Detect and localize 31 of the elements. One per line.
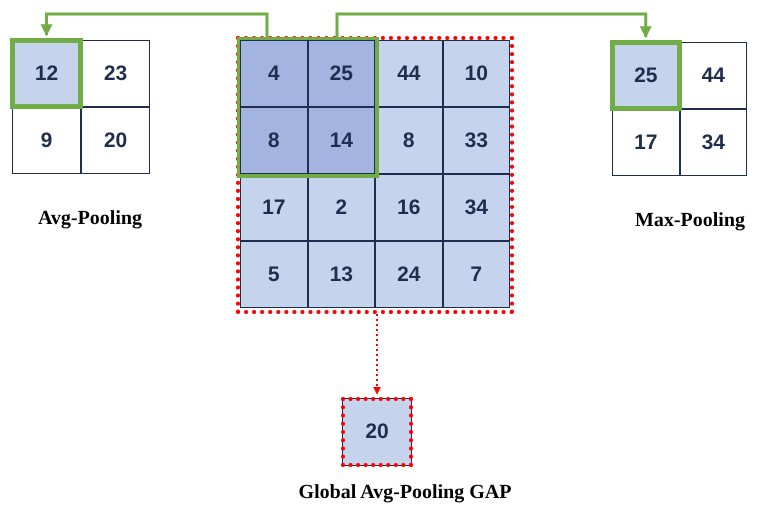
grid-cell: 33 [442, 107, 510, 174]
grid-cell: 25 [612, 42, 680, 109]
pooling-output-grid [12, 40, 150, 174]
pooling-window [237, 37, 379, 178]
node-label: Avg-Pooling [38, 207, 142, 230]
grid-cell: 12 [12, 40, 81, 107]
grid-cell: 17 [612, 109, 680, 176]
grid-cell: 5 [240, 241, 308, 308]
grid-cell: 7 [442, 241, 510, 308]
input-feature-map [236, 36, 514, 314]
gap-output-cell: 20 [342, 398, 412, 466]
grid-cell: 14 [308, 107, 375, 174]
grid-cell: 25 [308, 40, 375, 107]
pooling-output-grid [612, 42, 747, 176]
arrow [40, 12, 268, 37]
grid-cell: 20 [81, 107, 150, 174]
grid-cell: 4 [240, 40, 308, 107]
grid-cell: 8 [240, 107, 308, 174]
grid-cell: 23 [81, 40, 150, 107]
arrow [373, 314, 381, 395]
node-label: Max-Pooling [635, 209, 745, 232]
grid-cell: 34 [680, 109, 747, 176]
grid-cell: 34 [442, 174, 510, 241]
grid-cell: 10 [442, 40, 510, 107]
grid-cell: 16 [375, 174, 442, 241]
grid-cell: 24 [375, 241, 442, 308]
grid-cell: 13 [308, 241, 375, 308]
grid-cell: 9 [12, 107, 81, 174]
node-label: Global Avg-Pooling GAP [298, 481, 512, 504]
arrow [336, 12, 652, 38]
grid-cell: 44 [680, 42, 747, 109]
